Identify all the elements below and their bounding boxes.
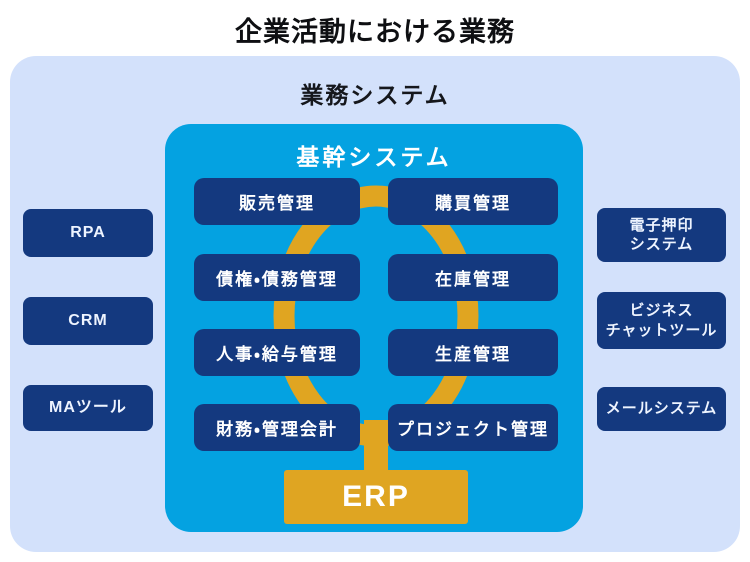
module-box-purchasing: 購買管理 xyxy=(388,178,558,225)
module-box-production: 生産管理 xyxy=(388,329,558,376)
module-box-inventory: 在庫管理 xyxy=(388,254,558,301)
module-box-sales: 販売管理 xyxy=(194,178,360,225)
erp-box: ERP xyxy=(284,470,468,524)
module-box-hr-payroll: 人事・給与管理 xyxy=(194,329,360,376)
module-box-project: プロジェクト管理 xyxy=(388,404,558,451)
core-system-label: 基幹システム xyxy=(296,144,452,170)
tool-box-crm: CRM xyxy=(23,297,153,345)
tool-box-e-seal: 電子押印 システム xyxy=(597,208,726,262)
tool-box-business-chat: ビジネス チャットツール xyxy=(597,292,726,349)
tool-box-rpa: RPA xyxy=(23,209,153,257)
business-system-label: 業務システム xyxy=(300,82,450,108)
tool-box-ma-tool: MAツール xyxy=(23,385,153,431)
tool-box-mail-system: メールシステム xyxy=(597,387,726,431)
module-box-receivables: 債権・債務管理 xyxy=(194,254,360,301)
module-box-accounting: 財務・管理会計 xyxy=(194,404,360,451)
diagram-title: 企業活動における業務 xyxy=(235,17,515,47)
